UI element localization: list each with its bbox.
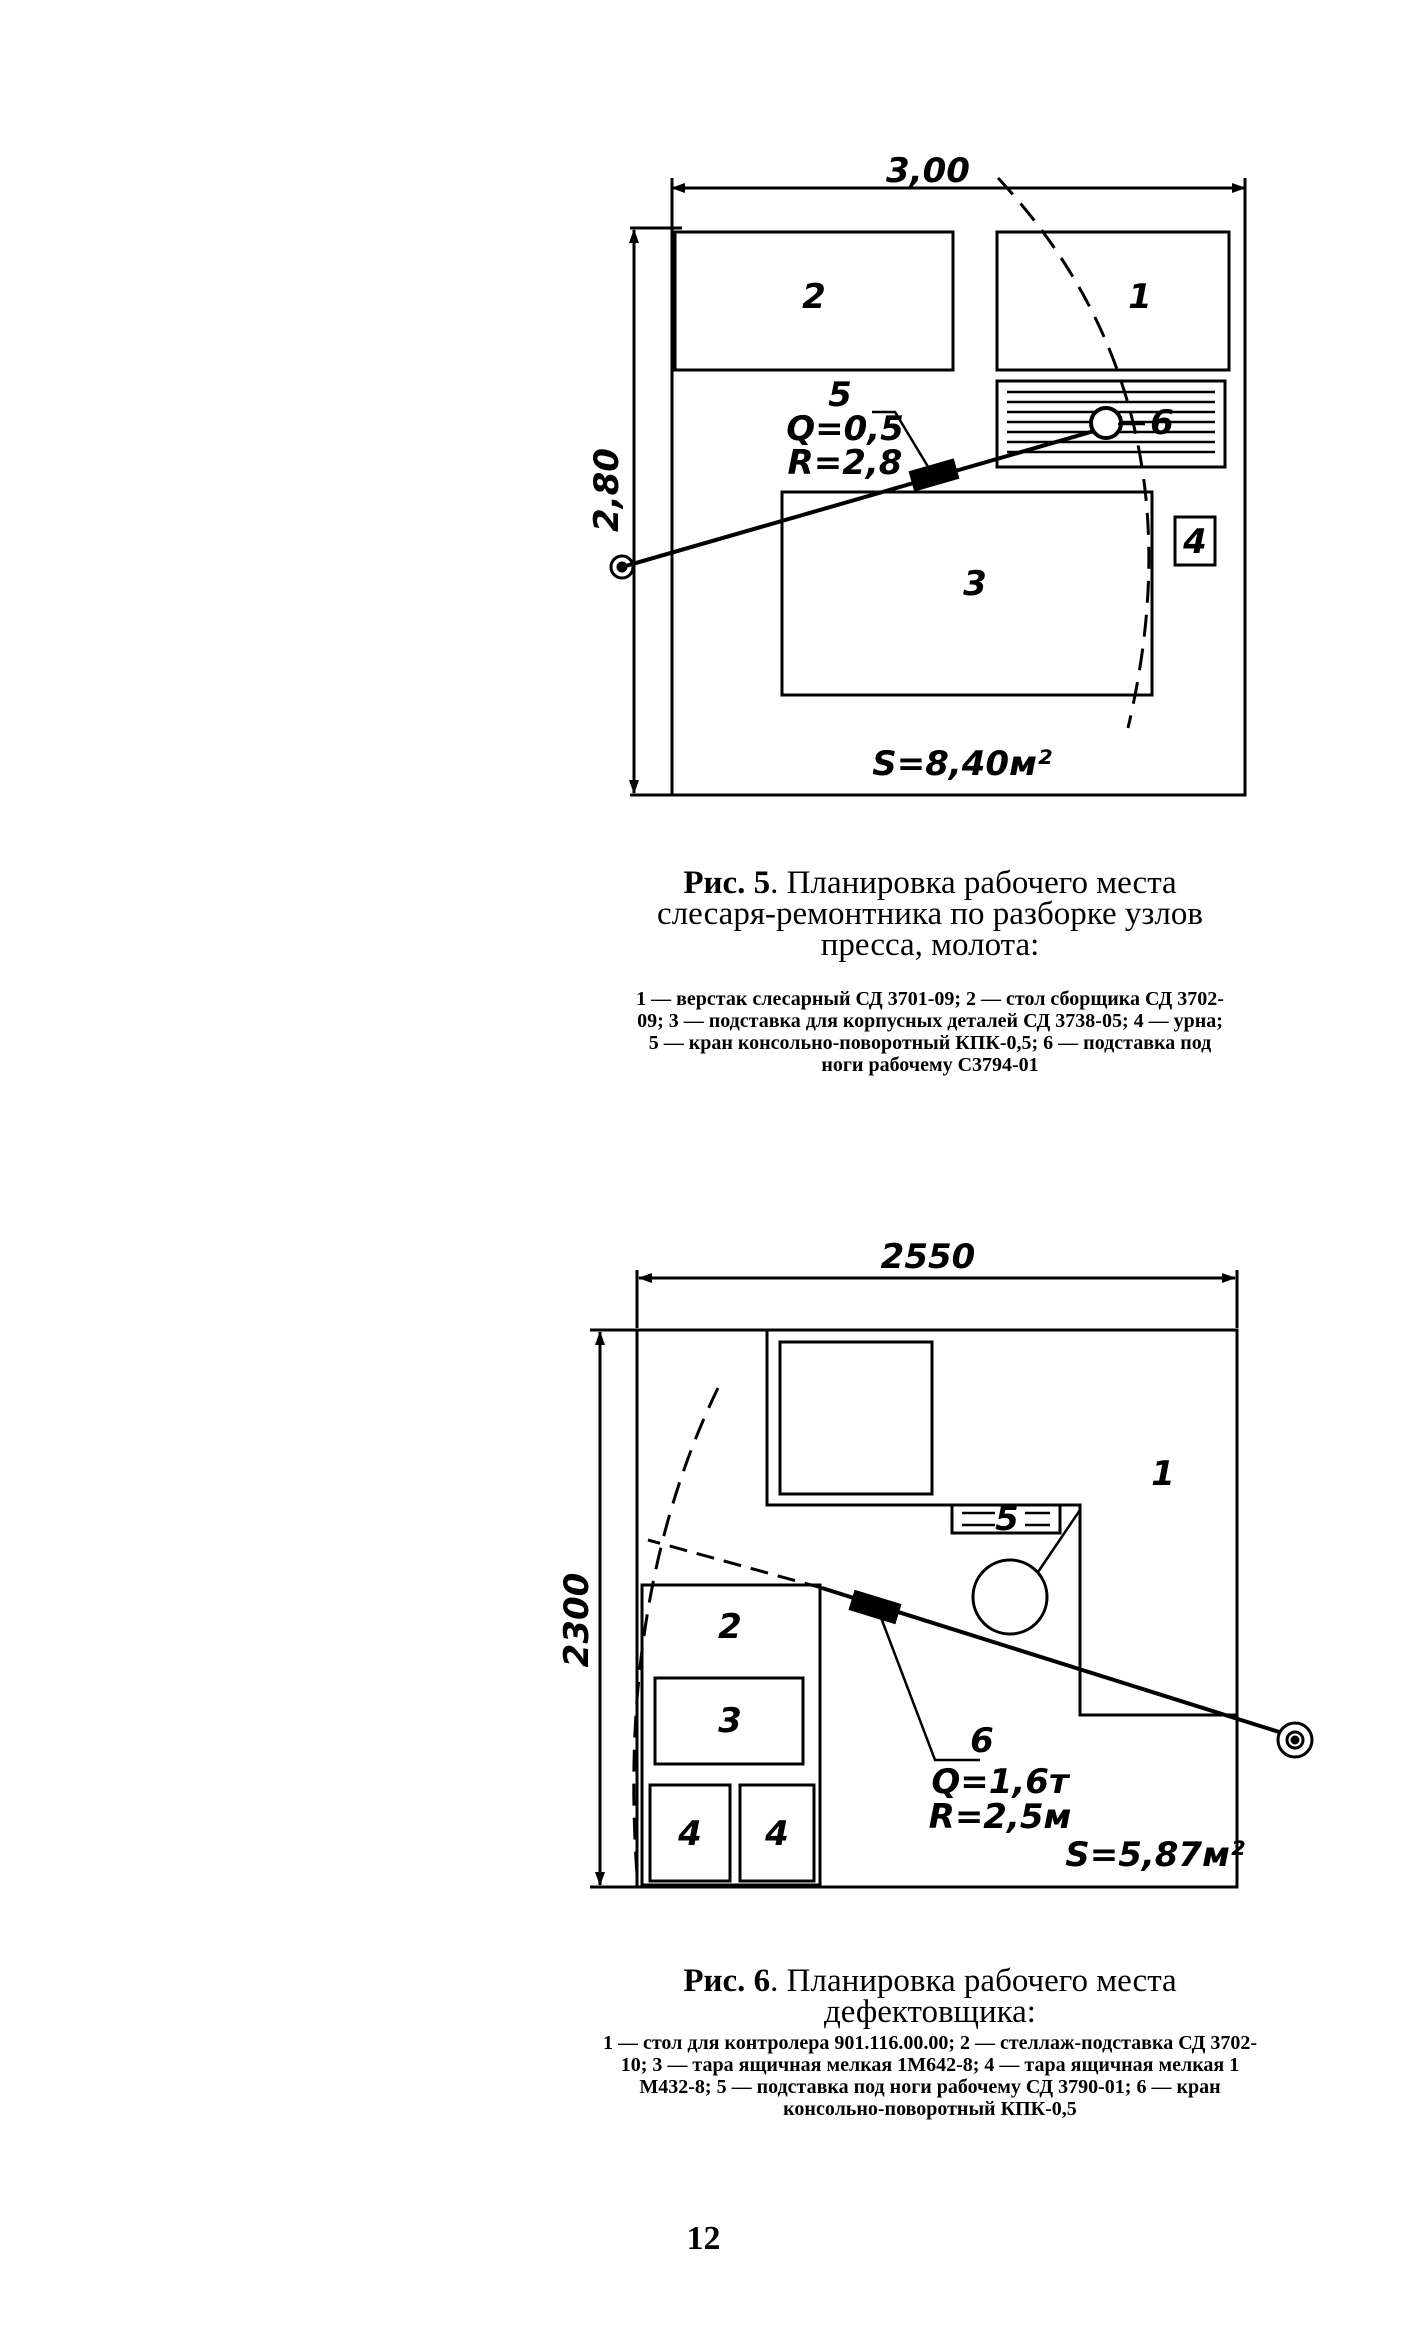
fig5-footrest-6 bbox=[995, 379, 1227, 469]
fig5-crane-reach: R=2,8 bbox=[788, 443, 903, 483]
fig5-height-label: 2,80 bbox=[587, 448, 627, 532]
fig5-caption: Рис. 5. Планировка рабочего места слесар… bbox=[630, 865, 1230, 963]
fig6-legend: 1 — стол для контролера 901.116.00.00; 2… bbox=[602, 2032, 1258, 2120]
fig6-label-1: 1 bbox=[1151, 1454, 1175, 1494]
fig5-label-4: 4 bbox=[1182, 522, 1207, 562]
fig5-label-5: 5 bbox=[828, 375, 852, 415]
page-number: 12 bbox=[686, 2220, 721, 2257]
fig6-crane-radius-arc bbox=[632, 1387, 720, 1889]
fig5-legend: 1 — верстак слесарный СД 3701-09; 2 — ст… bbox=[636, 988, 1224, 1076]
fig6-caption-title: . Планировка рабочего места дефектовщика… bbox=[770, 1963, 1177, 2030]
fig6-label-5: 5 bbox=[995, 1499, 1019, 1539]
fig6-label-6: 6 bbox=[970, 1721, 994, 1761]
fig6-container-3 bbox=[653, 1676, 805, 1766]
fig6-crane-hoist bbox=[848, 1589, 902, 1625]
fig6-stool bbox=[971, 1558, 1049, 1636]
fig5-caption-title: . Планировка рабочего места слесаря-ремо… bbox=[657, 865, 1203, 963]
fig6-leader-6 bbox=[878, 1614, 980, 1762]
fig6-crane-pivot-inner bbox=[1290, 1735, 1300, 1745]
fig6-table-1-box bbox=[778, 1340, 934, 1496]
fig5-bin-4 bbox=[1173, 515, 1217, 567]
figure-6-plan bbox=[590, 1270, 1314, 1889]
fig5-crane-pivot-outer bbox=[609, 554, 635, 580]
fig5-workbench-1 bbox=[995, 230, 1231, 372]
fig6-crane-reach: R=2,5м bbox=[929, 1797, 1072, 1837]
fig5-caption-prefix: Рис. 5 bbox=[683, 865, 771, 901]
fig5-outline bbox=[670, 178, 1247, 797]
fig6-table-1 bbox=[765, 1330, 1237, 1717]
fig6-label-3: 3 bbox=[718, 1701, 742, 1741]
fig5-crane-hook bbox=[1089, 406, 1123, 440]
fig6-caption-prefix: Рис. 6 bbox=[683, 1963, 771, 1999]
fig5-stand-3 bbox=[780, 490, 1154, 697]
fig6-label-4b: 4 bbox=[764, 1814, 789, 1854]
fig6-container-4a bbox=[648, 1783, 732, 1883]
fig6-crane-pivot-mid bbox=[1285, 1730, 1305, 1750]
fig5-label-3: 3 bbox=[963, 564, 987, 604]
fig6-container-4b bbox=[738, 1783, 816, 1883]
fig6-footrest-5 bbox=[950, 1503, 1062, 1535]
fig6-crane-capacity: Q=1,6т bbox=[931, 1762, 1071, 1802]
fig5-crane-hoist bbox=[908, 458, 960, 492]
fig6-area: S=5,87м² bbox=[1065, 1835, 1245, 1875]
fig6-caption: Рис. 6. Планировка рабочего места дефект… bbox=[600, 1963, 1260, 2030]
fig5-crane-radius-arc bbox=[996, 176, 1151, 729]
fig5-crane-capacity: Q=0,5 bbox=[786, 409, 904, 449]
figure-5-plan bbox=[609, 176, 1247, 797]
fig5-label-2: 2 bbox=[802, 277, 826, 317]
fig6-height-label: 2300 bbox=[557, 1573, 597, 1668]
fig6-rack-2 bbox=[640, 1583, 822, 1887]
fig6-outline bbox=[635, 1328, 1239, 1889]
fig5-table-2 bbox=[673, 230, 955, 372]
fig6-crane-boom-ext bbox=[647, 1538, 823, 1590]
fig5-label-1: 1 bbox=[1128, 277, 1152, 317]
fig6-label-2: 2 bbox=[718, 1607, 742, 1647]
fig6-width-label: 2550 bbox=[881, 1237, 976, 1277]
fig5-crane-boom bbox=[621, 423, 1116, 569]
fig5-leader-5 bbox=[872, 410, 932, 471]
fig6-label-4a: 4 bbox=[677, 1814, 702, 1854]
fig5-crane-pivot-inner bbox=[616, 561, 628, 573]
fig5-area: S=8,40м² bbox=[872, 744, 1052, 784]
fig6-crane-boom bbox=[821, 1586, 1296, 1739]
fig5-label-6: 6 bbox=[1150, 403, 1174, 443]
fig5-width-label: 3,00 bbox=[886, 151, 970, 191]
